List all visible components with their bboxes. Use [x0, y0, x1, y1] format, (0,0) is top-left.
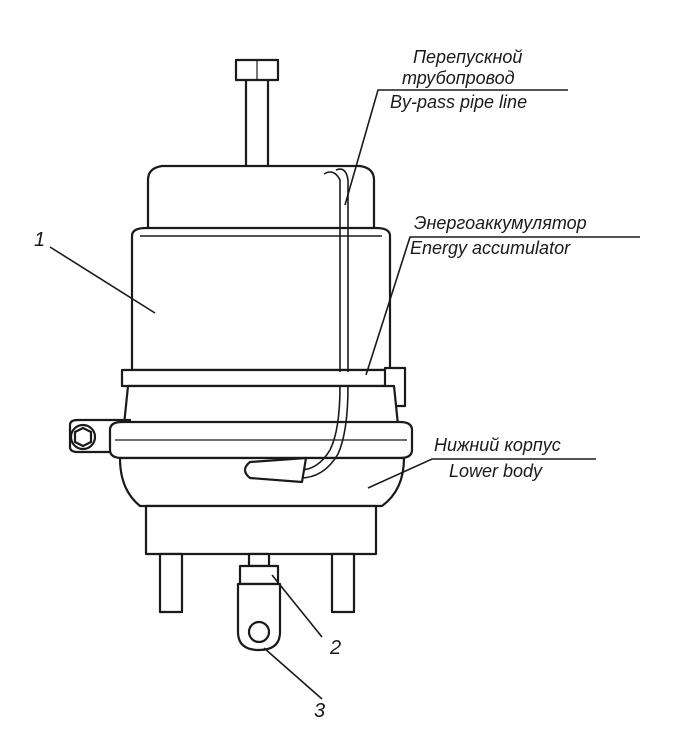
- lower-flange: [108, 420, 414, 460]
- bypass-label-ru-1: Перепускной: [413, 47, 522, 67]
- callout-1: 1: [34, 229, 45, 251]
- bypass-label-ru-2: трубопровод: [402, 68, 515, 88]
- top-rod: [234, 58, 280, 177]
- callout-2: 2: [329, 637, 341, 659]
- lower-body-label-ru: Нижний корпус: [434, 435, 561, 455]
- accumulator-label-en: Energy accumulator: [410, 238, 571, 258]
- bypass-label-en: By-pass pipe line: [390, 92, 527, 112]
- fork-clevis: [236, 582, 282, 652]
- push-rod: [238, 552, 280, 586]
- lower-body-label-en: Lower body: [449, 461, 543, 481]
- callout-3: 3: [314, 700, 325, 722]
- bypass-pipe: [243, 168, 349, 484]
- accumulator-label-ru: Энергоаккумулятор: [414, 213, 587, 233]
- mounting-studs: [158, 552, 356, 614]
- leader-lines: [49, 89, 640, 700]
- middle-transition: [122, 384, 400, 427]
- lower-body: [118, 456, 406, 556]
- energy-accumulator-housing: [130, 164, 392, 372]
